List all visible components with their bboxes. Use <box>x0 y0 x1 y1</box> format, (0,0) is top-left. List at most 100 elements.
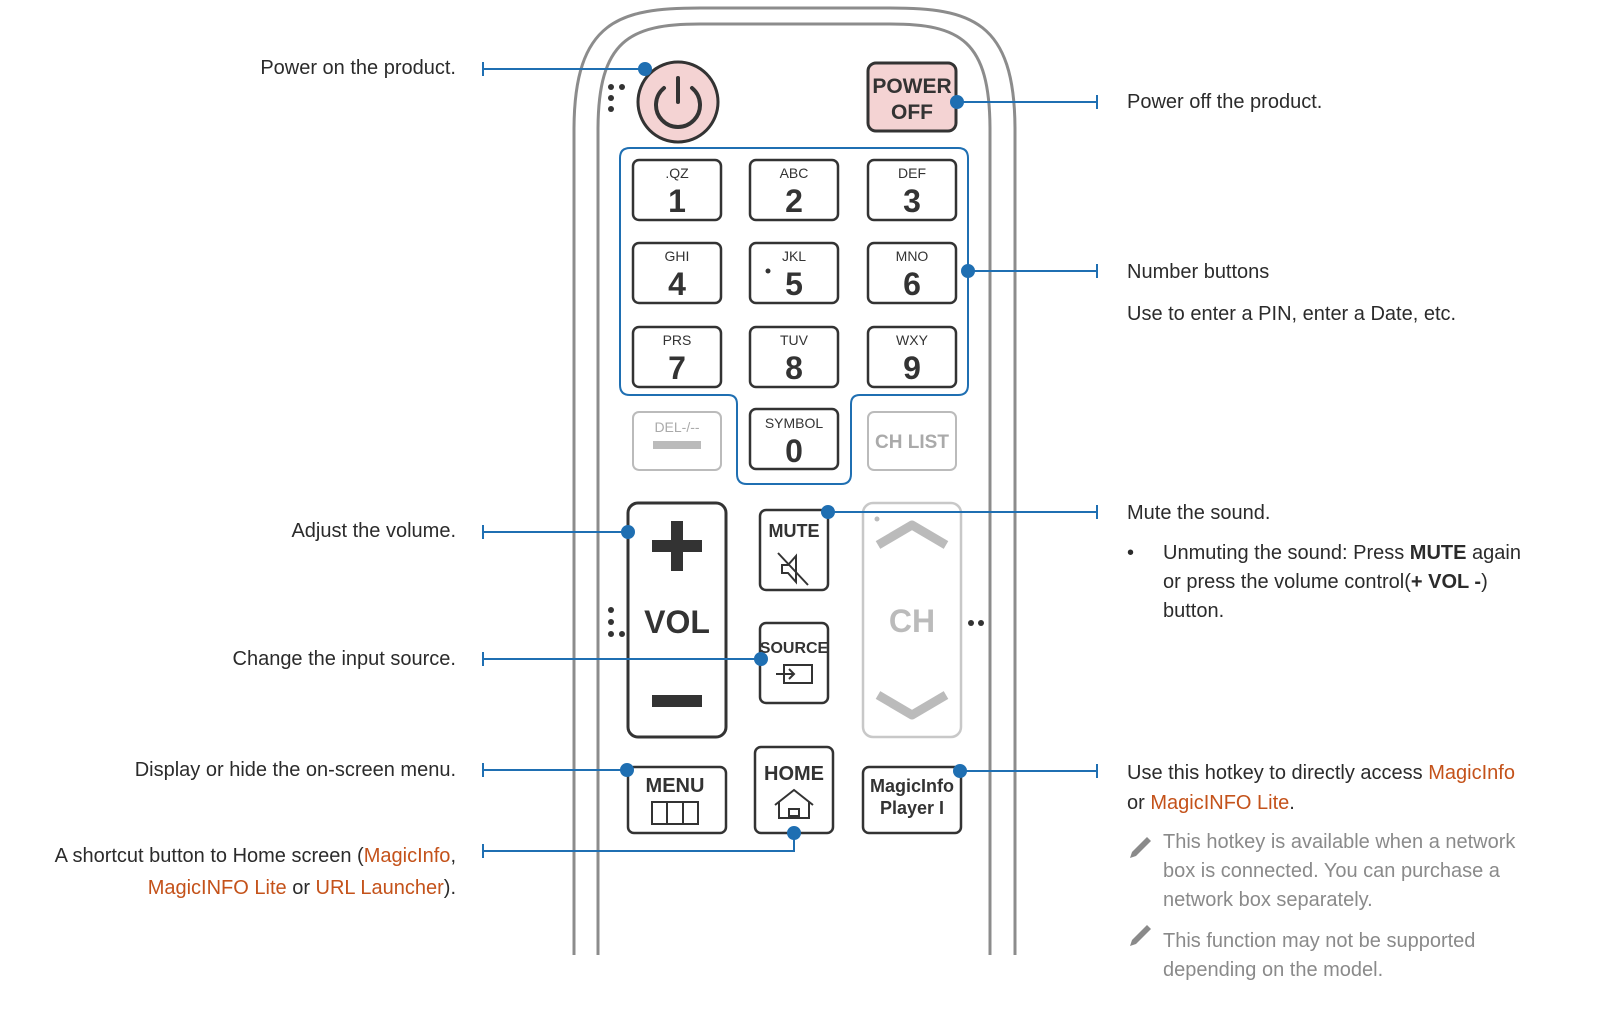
svg-text:OFF: OFF <box>891 101 933 124</box>
number-key-digit: 5 <box>785 266 803 302</box>
callout-home-text-1: A shortcut button to Home screen ( <box>54 845 364 867</box>
mute-bullet-vol: + VOL - <box>1410 571 1482 593</box>
number-key-letters: JKL <box>782 248 806 264</box>
callout-power-off: Power off the product. <box>1127 91 1323 113</box>
svg-text:SYMBOL: SYMBOL <box>765 415 824 431</box>
link-magicinfo-lite-right[interactable]: MagicINFO Lite <box>1150 792 1290 814</box>
callout-menu: Display or hide the on-screen menu. <box>134 759 456 781</box>
callout-lines <box>482 62 1098 858</box>
ch-list-button[interactable]: CH LIST <box>867 411 957 471</box>
power-button[interactable] <box>636 60 720 144</box>
mute-bullet-text-5: button. <box>1163 600 1225 622</box>
note-1-line-a: This hotkey is available when a network <box>1163 831 1516 853</box>
callout-volume: Adjust the volume. <box>291 520 456 542</box>
svg-text:SOURCE: SOURCE <box>760 640 829 657</box>
svg-text:Player I: Player I <box>880 798 944 818</box>
magicinfo-text-1: Use this hotkey to directly access <box>1127 762 1429 784</box>
note-2-line-b: depending on the model. <box>1163 959 1384 981</box>
mute-bullet-key: MUTE <box>1409 542 1467 564</box>
magicinfo-text-2: or <box>1127 792 1151 814</box>
svg-text:CH LIST: CH LIST <box>875 432 949 453</box>
link-magicinfo[interactable]: MagicInfo <box>363 845 451 867</box>
link-magicinfo-lite[interactable]: MagicINFO Lite <box>147 877 287 899</box>
callout-number-title: Number buttons <box>1127 261 1270 283</box>
note-model-support: This function may not be supported depen… <box>1163 927 1475 985</box>
note-pencil-icon <box>1130 837 1151 946</box>
callout-number-desc: Use to enter a PIN, enter a Date, etc. <box>1127 303 1457 325</box>
mute-bullet-text-1: Unmuting the sound: Press <box>1163 542 1410 564</box>
channel-up-icon[interactable] <box>875 520 949 549</box>
number-key-4[interactable]: GHI 4 <box>631 241 723 305</box>
channel-rocker[interactable]: CH <box>861 501 963 739</box>
number-key-8[interactable]: TUV 8 <box>748 325 840 389</box>
zero-button[interactable]: SYMBOL 0 <box>748 407 840 471</box>
link-url-launcher[interactable]: URL Launcher <box>315 877 444 899</box>
home-button[interactable]: HOME <box>753 745 835 835</box>
callout-home-text-4: ). <box>443 877 456 899</box>
source-input-icon <box>776 664 813 684</box>
mute-bullet-text-3: or press the volume control( <box>1163 571 1411 593</box>
power-icon <box>654 76 702 129</box>
number-keys-highlight <box>619 147 969 485</box>
callout-home-text-2: , <box>450 845 456 867</box>
mute-bullet-text-2: again <box>1466 542 1521 564</box>
number-key-letters: GHI <box>665 248 690 264</box>
dots-ch <box>968 620 984 626</box>
power-off-button[interactable]: POWER OFF <box>866 61 958 133</box>
callout-magicinfo: Use this hotkey to directly access Magic… <box>1127 758 1515 818</box>
number-key-digit: 1 <box>668 183 686 219</box>
source-button[interactable]: SOURCE <box>758 621 830 705</box>
number-key-digit: 4 <box>668 266 686 302</box>
del-button[interactable]: DEL-/-- <box>632 411 722 471</box>
number-key-9[interactable]: WXY 9 <box>866 325 958 389</box>
number-key-letters: .QZ <box>665 165 689 181</box>
svg-text:VOL: VOL <box>644 604 710 640</box>
callout-home: A shortcut button to Home screen (MagicI… <box>55 840 456 904</box>
number-key-3[interactable]: DEF 3 <box>866 158 958 222</box>
volume-rocker[interactable]: VOL <box>626 501 728 739</box>
callout-source: Change the input source. <box>232 648 457 670</box>
callout-power-on: Power on the product. <box>260 57 456 79</box>
note-2-line-a: This function may not be supported <box>1163 930 1476 952</box>
number-key-5[interactable]: JKL 5 <box>748 241 840 305</box>
note-network-box: This hotkey is available when a network … <box>1163 828 1515 915</box>
svg-text:DEL-/--: DEL-/-- <box>654 419 699 435</box>
mute-bullet-text-4: ) <box>1481 571 1488 593</box>
number-key-letters: PRS <box>663 332 692 348</box>
number-key-digit: 7 <box>668 350 686 386</box>
number-key-digit: 2 <box>785 183 803 219</box>
mute-button[interactable]: MUTE <box>758 508 830 592</box>
number-key-letters: WXY <box>896 332 929 348</box>
svg-text:MENU: MENU <box>646 775 705 797</box>
dots-vol <box>608 607 625 637</box>
svg-text:0: 0 <box>785 433 803 469</box>
link-magicinfo-right[interactable]: MagicInfo <box>1428 762 1515 784</box>
menu-grid-icon <box>651 801 699 825</box>
svg-text:HOME: HOME <box>764 763 824 785</box>
number-key-letters: TUV <box>780 332 809 348</box>
number-key-letters: DEF <box>898 165 926 181</box>
menu-button[interactable]: MENU <box>626 765 728 835</box>
svg-text:MUTE: MUTE <box>769 521 820 541</box>
number-key-letters: MNO <box>896 248 929 264</box>
callout-mute-title: Mute the sound. <box>1127 502 1271 524</box>
svg-text:MagicInfo: MagicInfo <box>870 776 954 796</box>
number-key-1[interactable]: .QZ 1 <box>631 158 723 222</box>
note-1-line-b: box is connected. You can purchase a <box>1163 860 1500 882</box>
number-key-digit: 9 <box>903 350 921 386</box>
volume-down-icon[interactable] <box>652 695 702 707</box>
svg-text:CH: CH <box>889 603 935 639</box>
home-house-icon <box>774 788 814 819</box>
magicinfo-player-button[interactable]: MagicInfo Player I <box>861 765 963 835</box>
mute-speaker-icon <box>777 552 809 586</box>
number-key-7[interactable]: PRS 7 <box>631 325 723 389</box>
number-key-digit: 8 <box>785 350 803 386</box>
svg-text:POWER: POWER <box>872 75 951 98</box>
channel-down-icon[interactable] <box>875 691 949 720</box>
number-key-digit: 3 <box>903 183 921 219</box>
remote-body <box>572 6 1017 955</box>
